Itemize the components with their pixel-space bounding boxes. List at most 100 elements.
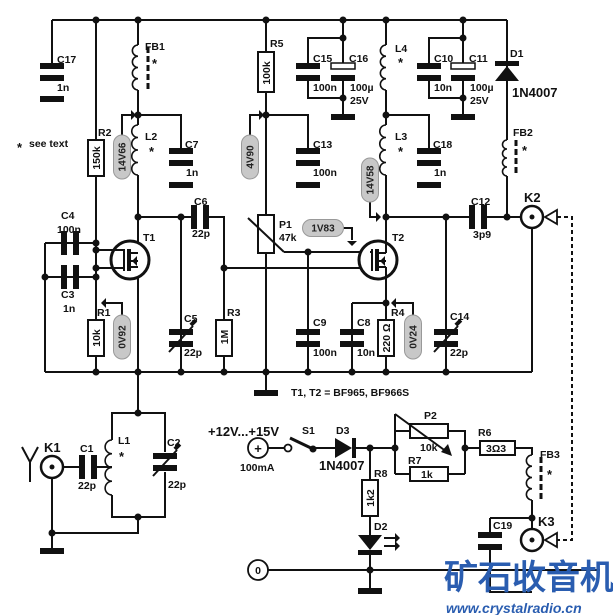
value-c10: 10n: [434, 82, 452, 94]
label-r4: R4: [391, 307, 405, 319]
label-l3: L3: [395, 131, 407, 143]
junction-dot: [41, 273, 49, 281]
value-c7: 1n: [186, 167, 198, 179]
ground-symbol: 0: [255, 565, 261, 577]
arrow-icon: [376, 212, 381, 222]
transistor-t2-channel: [375, 249, 379, 271]
value-r2: 150k: [91, 146, 103, 170]
label-r8: R8: [374, 468, 388, 480]
label-c4: C4: [61, 210, 75, 222]
label-k2: K2: [524, 190, 541, 205]
value-c17: 1n: [57, 82, 69, 94]
capacitor-c1: [79, 455, 85, 479]
capacitor-c6: [191, 205, 197, 229]
voltage-value-T1_drain: 14V66: [118, 142, 129, 171]
ground-symbol: [358, 588, 382, 594]
capacitor-c7: [169, 160, 193, 166]
junction-dot: [134, 409, 142, 417]
label-d3: D3: [336, 425, 350, 437]
trimmer-c2-arrow: [152, 449, 178, 477]
trimmer-c14-trim: [454, 318, 463, 327]
wire: [121, 114, 131, 135]
connector-k1-pin: [49, 464, 55, 470]
electrolytic-c11: [450, 62, 476, 70]
wire: [138, 412, 166, 452]
capacitor-c12: [481, 205, 487, 229]
inductor-l2: [130, 124, 139, 176]
junction-dot: [382, 299, 390, 307]
value-p2: 10k: [420, 442, 438, 454]
capacitor-c4: [61, 231, 67, 255]
switch-s1: [289, 436, 314, 451]
label-l2: L2: [145, 131, 157, 143]
capacitor-c10: [417, 75, 441, 81]
label-c13: C13: [313, 139, 332, 151]
transistor-t1-channel: [127, 249, 131, 271]
label-t2: T2: [392, 232, 404, 244]
resistor-r5: [257, 51, 275, 93]
inductor-l4: [379, 44, 387, 91]
capacitor-c15: [296, 75, 320, 81]
arrow-icon: [101, 298, 106, 308]
signal-arrow-k3: [543, 531, 558, 549]
resistor-r4: [377, 319, 395, 357]
see-text-note: see text: [29, 138, 69, 150]
trimmer-c14: [434, 329, 458, 335]
capacitor-c8: [340, 341, 364, 347]
trimmer-c5: [169, 341, 193, 347]
label-c12: C12: [471, 196, 490, 208]
value-c13: 100n: [313, 167, 337, 179]
mark-l1: *: [119, 449, 125, 464]
wire: [111, 412, 138, 440]
arrow-icon: [391, 298, 396, 308]
value-r6: 3Ω3: [486, 443, 506, 455]
value-r8: 1k2: [365, 489, 377, 507]
arrow-icon: [347, 241, 357, 246]
trimmer-c14: [434, 341, 458, 347]
trimmer-c5-arrow: [168, 325, 194, 353]
label-c1: C1: [80, 443, 94, 455]
resistor-r7: [409, 466, 449, 482]
label-r7: R7: [408, 455, 422, 467]
value-c4: 100n: [57, 224, 81, 236]
see-text-star: *: [17, 140, 23, 155]
electrolytic-c11: [451, 75, 475, 81]
label-c2: C2: [167, 437, 181, 449]
ground-symbol: [169, 182, 193, 188]
value-c14: 22p: [450, 347, 468, 359]
value-r7: 1k: [421, 469, 433, 481]
value-r3: 1M: [219, 329, 231, 344]
label-r6: R6: [478, 427, 492, 439]
label-r5: R5: [270, 38, 284, 50]
label-c19: C19: [493, 520, 512, 532]
value-c5: 22p: [184, 347, 202, 359]
value-c6: 22p: [192, 228, 210, 240]
wire: [307, 20, 344, 64]
mark-fb3: *: [547, 467, 553, 482]
voltage-reading-T1_source: [113, 314, 131, 360]
supply-voltage: +12V...+15V: [208, 424, 279, 439]
potentiometer-p2-arrow: [441, 444, 452, 456]
wire: [343, 227, 353, 240]
diode-d3: [335, 438, 352, 458]
ground-symbol: [451, 114, 475, 120]
label-l1: L1: [118, 435, 130, 447]
potentiometer-p2-wiper: [394, 413, 448, 453]
svg-text:www.crystalradio.cn: www.crystalradio.cn: [446, 600, 582, 615]
trimmer-c2: [153, 465, 177, 471]
junction-dot: [92, 368, 100, 376]
value-c1: 22p: [78, 480, 96, 492]
capacitor-c13: [296, 160, 320, 166]
ground-symbol: [254, 390, 278, 396]
label-fb1: FB1: [145, 41, 165, 53]
wire: [249, 114, 259, 135]
value-c18: 1n: [434, 167, 446, 179]
ground-symbol: [331, 114, 355, 120]
wire: [489, 549, 532, 593]
capacitor-c9: [296, 341, 320, 347]
capacitor-c4: [73, 231, 79, 255]
inductor-fb1: [131, 44, 139, 91]
label-d1: D1: [510, 48, 524, 60]
value-r1: 10k: [91, 329, 103, 347]
